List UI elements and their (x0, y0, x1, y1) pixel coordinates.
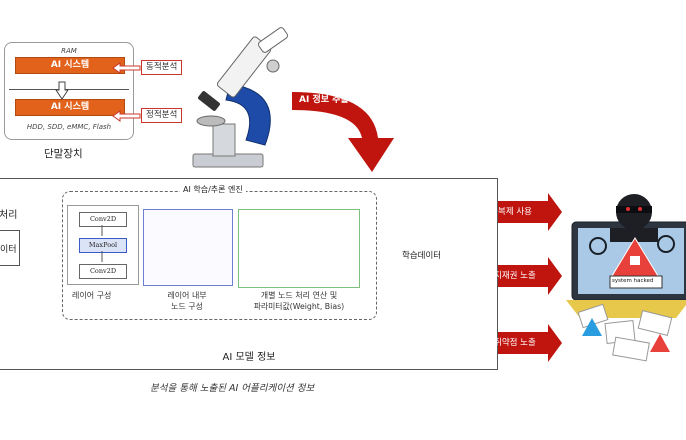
node-calc-label-2: 파라미터값(Weight, Bias) (253, 302, 345, 311)
extract-label: AI 정보 추출 (299, 95, 349, 105)
ai-system-storage-bar: AI 시스템 (15, 99, 125, 116)
layer-stack-arrows (101, 225, 103, 262)
hacker-icon (566, 194, 686, 362)
device-box: RAM AI 시스템 AI 시스템 HDD, SDD, eMMC, Flash (4, 42, 134, 140)
threat-arrow-ip (486, 257, 562, 295)
static-callout-arrow (112, 110, 141, 122)
training-data-label: 학습데이터 (402, 251, 442, 261)
model-info-label: AI 모델 정보 (222, 352, 276, 363)
layer-stack-box: Conv2D MaxPool Conv2D (67, 205, 139, 285)
threat-arrow-vuln (486, 324, 562, 362)
layer-conv2d-bottom: Conv2D (79, 264, 127, 279)
neural-network-box (143, 209, 233, 286)
threat-copy-label: 복제 사용 (498, 207, 532, 217)
storage-label: HDD, SDD, eMMC, Flash (26, 123, 112, 131)
bottom-caption: 분석을 통해 노출된 AI 어플리케이션 정보 (150, 383, 315, 394)
load-up-arrow (55, 81, 69, 100)
layer-maxpool: MaxPool (79, 238, 127, 253)
microscope-icon (192, 27, 289, 168)
threat-arrow-copy (486, 193, 562, 231)
node-calc-box (238, 209, 360, 288)
inner-node-label-2: 노드 구성 (171, 302, 203, 311)
data-label: 이터 (0, 245, 17, 255)
threat-ip-label: 지재권 노출 (494, 271, 536, 281)
layer-config-label: 레이어 구성 (72, 291, 112, 300)
hack-sign-label: system hacked (612, 278, 654, 284)
layer-conv2d-top: Conv2D (79, 212, 127, 227)
node-calc-label-1: 개별 노드 처리 연산 및 (260, 291, 338, 300)
ram-label: RAM (61, 47, 77, 55)
inner-node-label-1: 레이어 내부 (167, 291, 207, 300)
dynamic-callout-arrow (112, 62, 141, 74)
memory-divider (9, 89, 129, 90)
engine-title: AI 학습/추론 엔진 (180, 184, 246, 195)
data-box: 이터 (0, 230, 20, 266)
static-analysis-label: 정적분석 (141, 108, 183, 123)
extract-arrow (292, 92, 394, 172)
process-label: 처리 (0, 210, 18, 221)
dynamic-analysis-label: 동적분석 (141, 60, 183, 75)
device-caption: 단말장치 (44, 148, 83, 160)
threat-vuln-label: 취약점 노출 (494, 338, 536, 348)
